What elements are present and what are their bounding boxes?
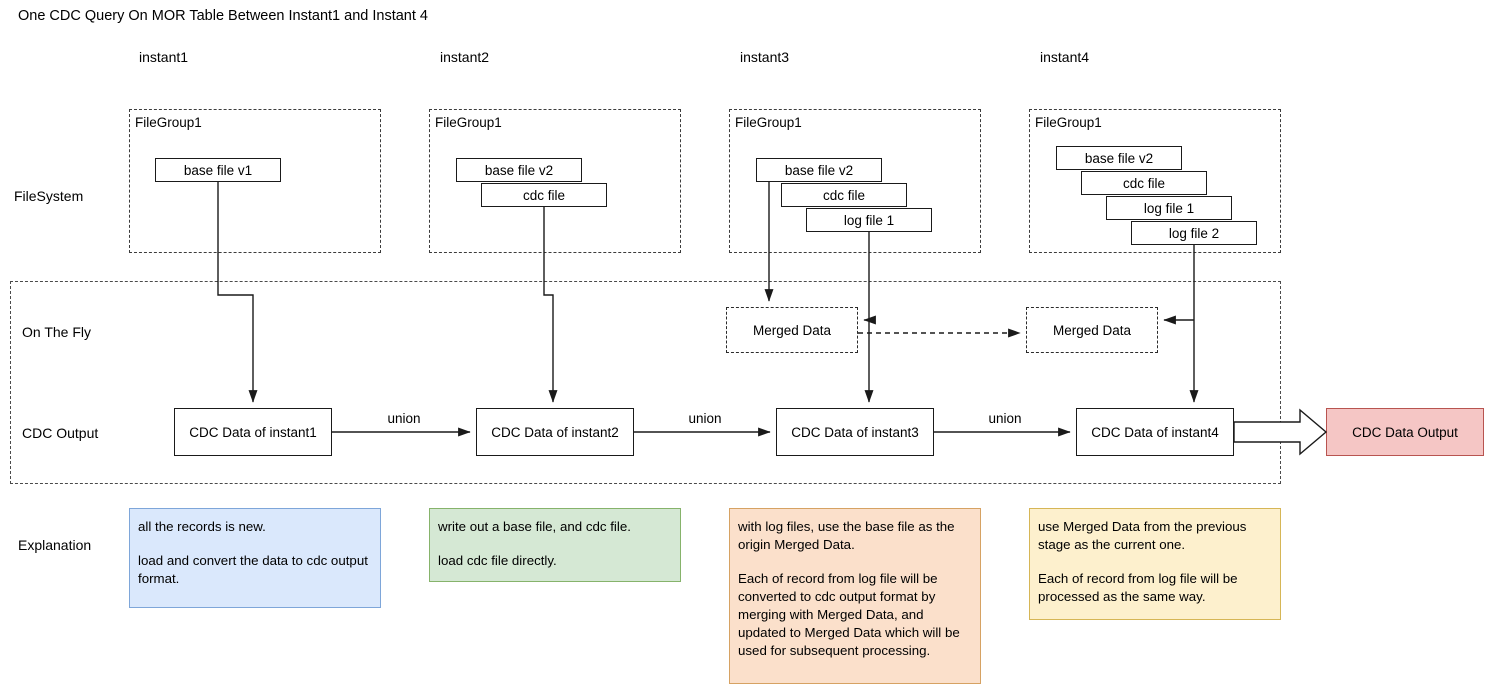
cdc-data-instant1[interactable]: CDC Data of instant1 — [174, 408, 332, 456]
file-box-log-file-2[interactable]: log file 2 — [1131, 221, 1257, 245]
file-box-log-file-1[interactable]: log file 1 — [1106, 196, 1232, 220]
on-the-fly-cdc-container — [10, 281, 1281, 484]
explanation-paragraph: Each of record from log file will be pro… — [1038, 571, 1238, 604]
explanation-paragraph: all the records is new. — [138, 519, 266, 534]
file-box-cdc-file[interactable]: cdc file — [481, 183, 607, 207]
column-label-instant2: instant2 — [440, 49, 490, 65]
explanation-paragraph: Each of record from log file will be con… — [738, 571, 960, 658]
file-box-base-file-v1[interactable]: base file v1 — [155, 158, 281, 182]
merged-data-instant4: Merged Data — [1026, 307, 1158, 353]
explanation-paragraph: with log files, use the base file as the… — [738, 519, 955, 552]
explanation-paragraph: load cdc file directly. — [438, 553, 557, 568]
union-label-1: union — [387, 411, 421, 426]
row-label-on-the-fly: On The Fly — [22, 324, 91, 340]
column-label-instant1: instant1 — [139, 49, 189, 65]
filegroup-instant2: FileGroup1 — [429, 109, 681, 253]
explanation-instant4: use Merged Data from the previous stage … — [1029, 508, 1281, 620]
filegroup-label: FileGroup1 — [1035, 115, 1102, 130]
explanation-paragraph: load and convert the data to cdc output … — [138, 553, 368, 586]
filegroup-label: FileGroup1 — [435, 115, 502, 130]
file-box-base-file-v2[interactable]: base file v2 — [1056, 146, 1182, 170]
row-label-filesystem: FileSystem — [14, 188, 84, 204]
cdc-data-instant4[interactable]: CDC Data of instant4 — [1076, 408, 1234, 456]
file-box-base-file-v2[interactable]: base file v2 — [756, 158, 882, 182]
explanation-instant2: write out a base file, and cdc file. load… — [429, 508, 681, 582]
file-box-cdc-file[interactable]: cdc file — [781, 183, 907, 207]
cdc-data-instant2[interactable]: CDC Data of instant2 — [476, 408, 634, 456]
filegroup-instant1: FileGroup1 — [129, 109, 381, 253]
union-label-2: union — [688, 411, 722, 426]
row-label-explanation: Explanation — [18, 537, 92, 553]
cdc-data-output-box: CDC Data Output — [1326, 408, 1484, 456]
filegroup-instant4: FileGroup1 — [1029, 109, 1281, 253]
filegroup-label: FileGroup1 — [135, 115, 202, 130]
filegroup-label: FileGroup1 — [735, 115, 802, 130]
explanation-instant3: with log files, use the base file as the… — [729, 508, 981, 684]
merged-data-instant3: Merged Data — [726, 307, 858, 353]
file-box-base-file-v2[interactable]: base file v2 — [456, 158, 582, 182]
explanation-instant1: all the records is new. load and convert … — [129, 508, 381, 608]
file-box-log-file-1[interactable]: log file 1 — [806, 208, 932, 232]
page-title: One CDC Query On MOR Table Between Insta… — [18, 8, 428, 24]
explanation-paragraph: use Merged Data from the previous stage … — [1038, 519, 1247, 552]
filegroup-instant3: FileGroup1 — [729, 109, 981, 253]
explanation-paragraph: write out a base file, and cdc file. — [438, 519, 631, 534]
file-box-cdc-file[interactable]: cdc file — [1081, 171, 1207, 195]
union-label-3: union — [988, 411, 1022, 426]
row-label-cdc-output: CDC Output — [22, 425, 99, 441]
column-label-instant3: instant3 — [740, 49, 790, 65]
cdc-data-instant3[interactable]: CDC Data of instant3 — [776, 408, 934, 456]
column-label-instant4: instant4 — [1040, 49, 1090, 65]
